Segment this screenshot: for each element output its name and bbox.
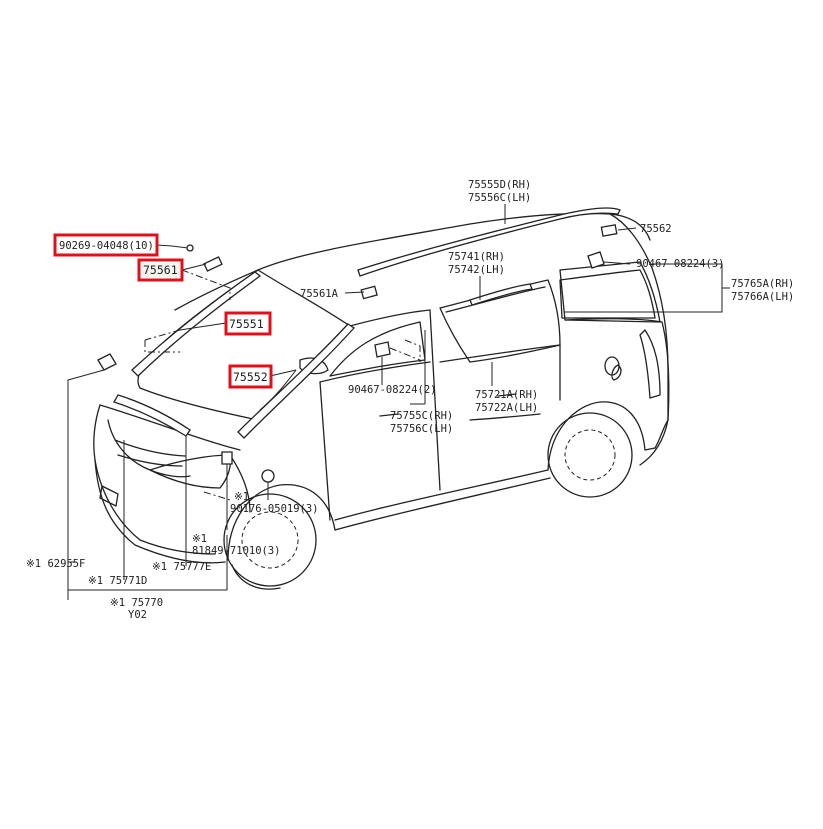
parts — [97, 207, 621, 483]
label-75771d: ※1 75771D — [88, 575, 147, 587]
label-note1-b: ※1 — [192, 533, 207, 545]
label-75551: 75551 — [229, 317, 264, 331]
label-75552: 75552 — [233, 370, 268, 384]
label-90176: 90176-05019(3) — [230, 503, 319, 515]
label-75777e: ※1 75777E — [152, 561, 211, 573]
label-75722a: 75722A(LH) — [475, 402, 538, 414]
label-75755c: 75755C(RH) — [390, 410, 453, 422]
highlight-75561 — [137, 258, 184, 282]
highlight-boxes — [53, 233, 273, 389]
label-bg-75561 — [142, 263, 180, 277]
label-note1-a: ※1 — [234, 491, 249, 503]
label-90467-rear: 90467-08224(3) — [636, 258, 725, 270]
label-90467-mid: 90467-08224(2) — [348, 384, 437, 396]
label-75562: 75562 — [640, 223, 672, 235]
label-81849: 81849-71010(3) — [192, 545, 281, 557]
label-75742: 75742(LH) — [448, 264, 505, 276]
label-75766a: 75766A(LH) — [731, 291, 794, 303]
label-75721a: 75721A(RH) — [475, 389, 538, 401]
vehicle-outline — [93, 212, 670, 590]
label-75561: 75561 — [143, 263, 178, 277]
highlight-90269 — [53, 233, 159, 257]
leader-lines — [67, 204, 730, 600]
label-75756c: 75756C(LH) — [390, 423, 453, 435]
labels: 75555D(RH) 75556C(LH) 75562 90269-04048(… — [26, 179, 794, 621]
label-75770: ※1 75770 — [110, 597, 163, 609]
label-62955f: ※1 62955F — [26, 558, 85, 570]
label-90269: 90269-04048(10) — [59, 240, 154, 252]
label-75556c: 75556C(LH) — [468, 192, 531, 204]
label-75555d: 75555D(RH) — [468, 179, 531, 191]
label-75561a: 75561A — [300, 288, 339, 300]
label-75741: 75741(RH) — [448, 251, 505, 263]
label-75765a: 75765A(RH) — [731, 278, 794, 290]
label-y02: Y02 — [128, 609, 147, 621]
highlight-75552 — [228, 364, 273, 389]
highlight-75551 — [224, 311, 272, 336]
